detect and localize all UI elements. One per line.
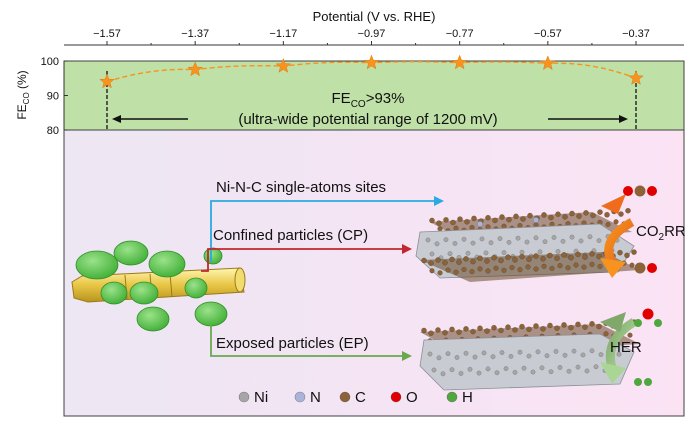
fe-annotation-line2: (ultra-wide potential range of 1200 mV) <box>238 111 497 128</box>
fe-data-star <box>275 57 292 73</box>
y-tick-label: 80 <box>47 125 59 137</box>
y-ticks: 100 90 80 <box>41 56 68 137</box>
ep-label: Exposed particles (EP) <box>216 335 369 352</box>
cp-arrow <box>201 244 412 272</box>
legend-label: Ni <box>254 389 268 406</box>
co2-molecule-icon <box>623 185 657 197</box>
y-tick-label: 100 <box>41 56 59 68</box>
legend-o-icon <box>390 391 402 403</box>
co2rr-main: CO <box>636 223 659 240</box>
cp-label: Confined particles (CP) <box>213 227 368 244</box>
sites-arrow <box>210 196 444 262</box>
legend-label: N <box>310 389 321 406</box>
legend-label: O <box>406 389 418 406</box>
fe-annotation-sub: CO <box>351 99 366 110</box>
exposed-particle-structure <box>419 319 640 391</box>
legend-h-icon <box>446 391 458 403</box>
y-axis-label-main: FE <box>15 104 29 119</box>
ep-arrow <box>210 325 412 361</box>
legend-label: H <box>462 389 473 406</box>
her-pathway: HER <box>600 308 662 386</box>
legend-label: C <box>355 389 366 406</box>
legend-c-icon <box>339 391 351 403</box>
legend-ni-icon <box>238 391 250 403</box>
x-tick-label: −0.37 <box>622 28 650 40</box>
h2-molecule-icon <box>634 378 652 386</box>
fe-data-star <box>451 54 468 70</box>
fe-data-points <box>99 54 644 89</box>
co-molecule-icon <box>634 262 657 274</box>
x-tick-label: −0.57 <box>534 28 562 40</box>
fe-annotation-line1: FECO>93% <box>332 90 405 110</box>
x-tick-label: −1.57 <box>93 28 121 40</box>
y-axis-label-unit: (%) <box>15 70 29 92</box>
y-axis-label: FECO (%) <box>15 70 31 119</box>
co2rr-sub: 2 <box>659 232 665 243</box>
x-tick-label: −1.17 <box>269 28 297 40</box>
fe-data-star <box>363 54 380 70</box>
fe-data-star <box>540 55 556 71</box>
co2rr-rest: RR <box>664 223 686 240</box>
fe-data-star <box>187 61 203 77</box>
legend-n-icon <box>294 391 306 403</box>
fe-data-star <box>99 73 115 89</box>
fe-data-star <box>628 70 644 85</box>
x-tick-label: −0.97 <box>358 28 386 40</box>
x-tick-label: −1.37 <box>181 28 209 40</box>
fe-annotation-rest: >93% <box>366 90 405 107</box>
co2rr-pathway: CO2RR <box>600 185 686 278</box>
water-molecule-icon <box>634 308 662 327</box>
x-tick-label: −0.77 <box>446 28 474 40</box>
range-arrowhead-right <box>619 115 628 123</box>
x-ticks: −1.57 −1.37 −1.17 −0.97 −0.77 −0.57 −0.37 <box>93 28 650 45</box>
sites-label: Ni-N-C single-atoms sites <box>216 179 386 196</box>
y-axis-label-sub: CO <box>22 92 31 104</box>
fe-annotation-main: FE <box>332 90 351 107</box>
y-tick-label: 90 <box>47 91 59 103</box>
x-axis-title: Potential (V vs. RHE) <box>313 9 436 24</box>
her-label: HER <box>610 339 642 356</box>
range-arrowhead-left <box>112 115 121 123</box>
confined-particle-structure <box>415 207 640 282</box>
atom-legend: Ni N C O H <box>238 389 473 406</box>
co2rr-label: CO2RR <box>636 223 686 243</box>
